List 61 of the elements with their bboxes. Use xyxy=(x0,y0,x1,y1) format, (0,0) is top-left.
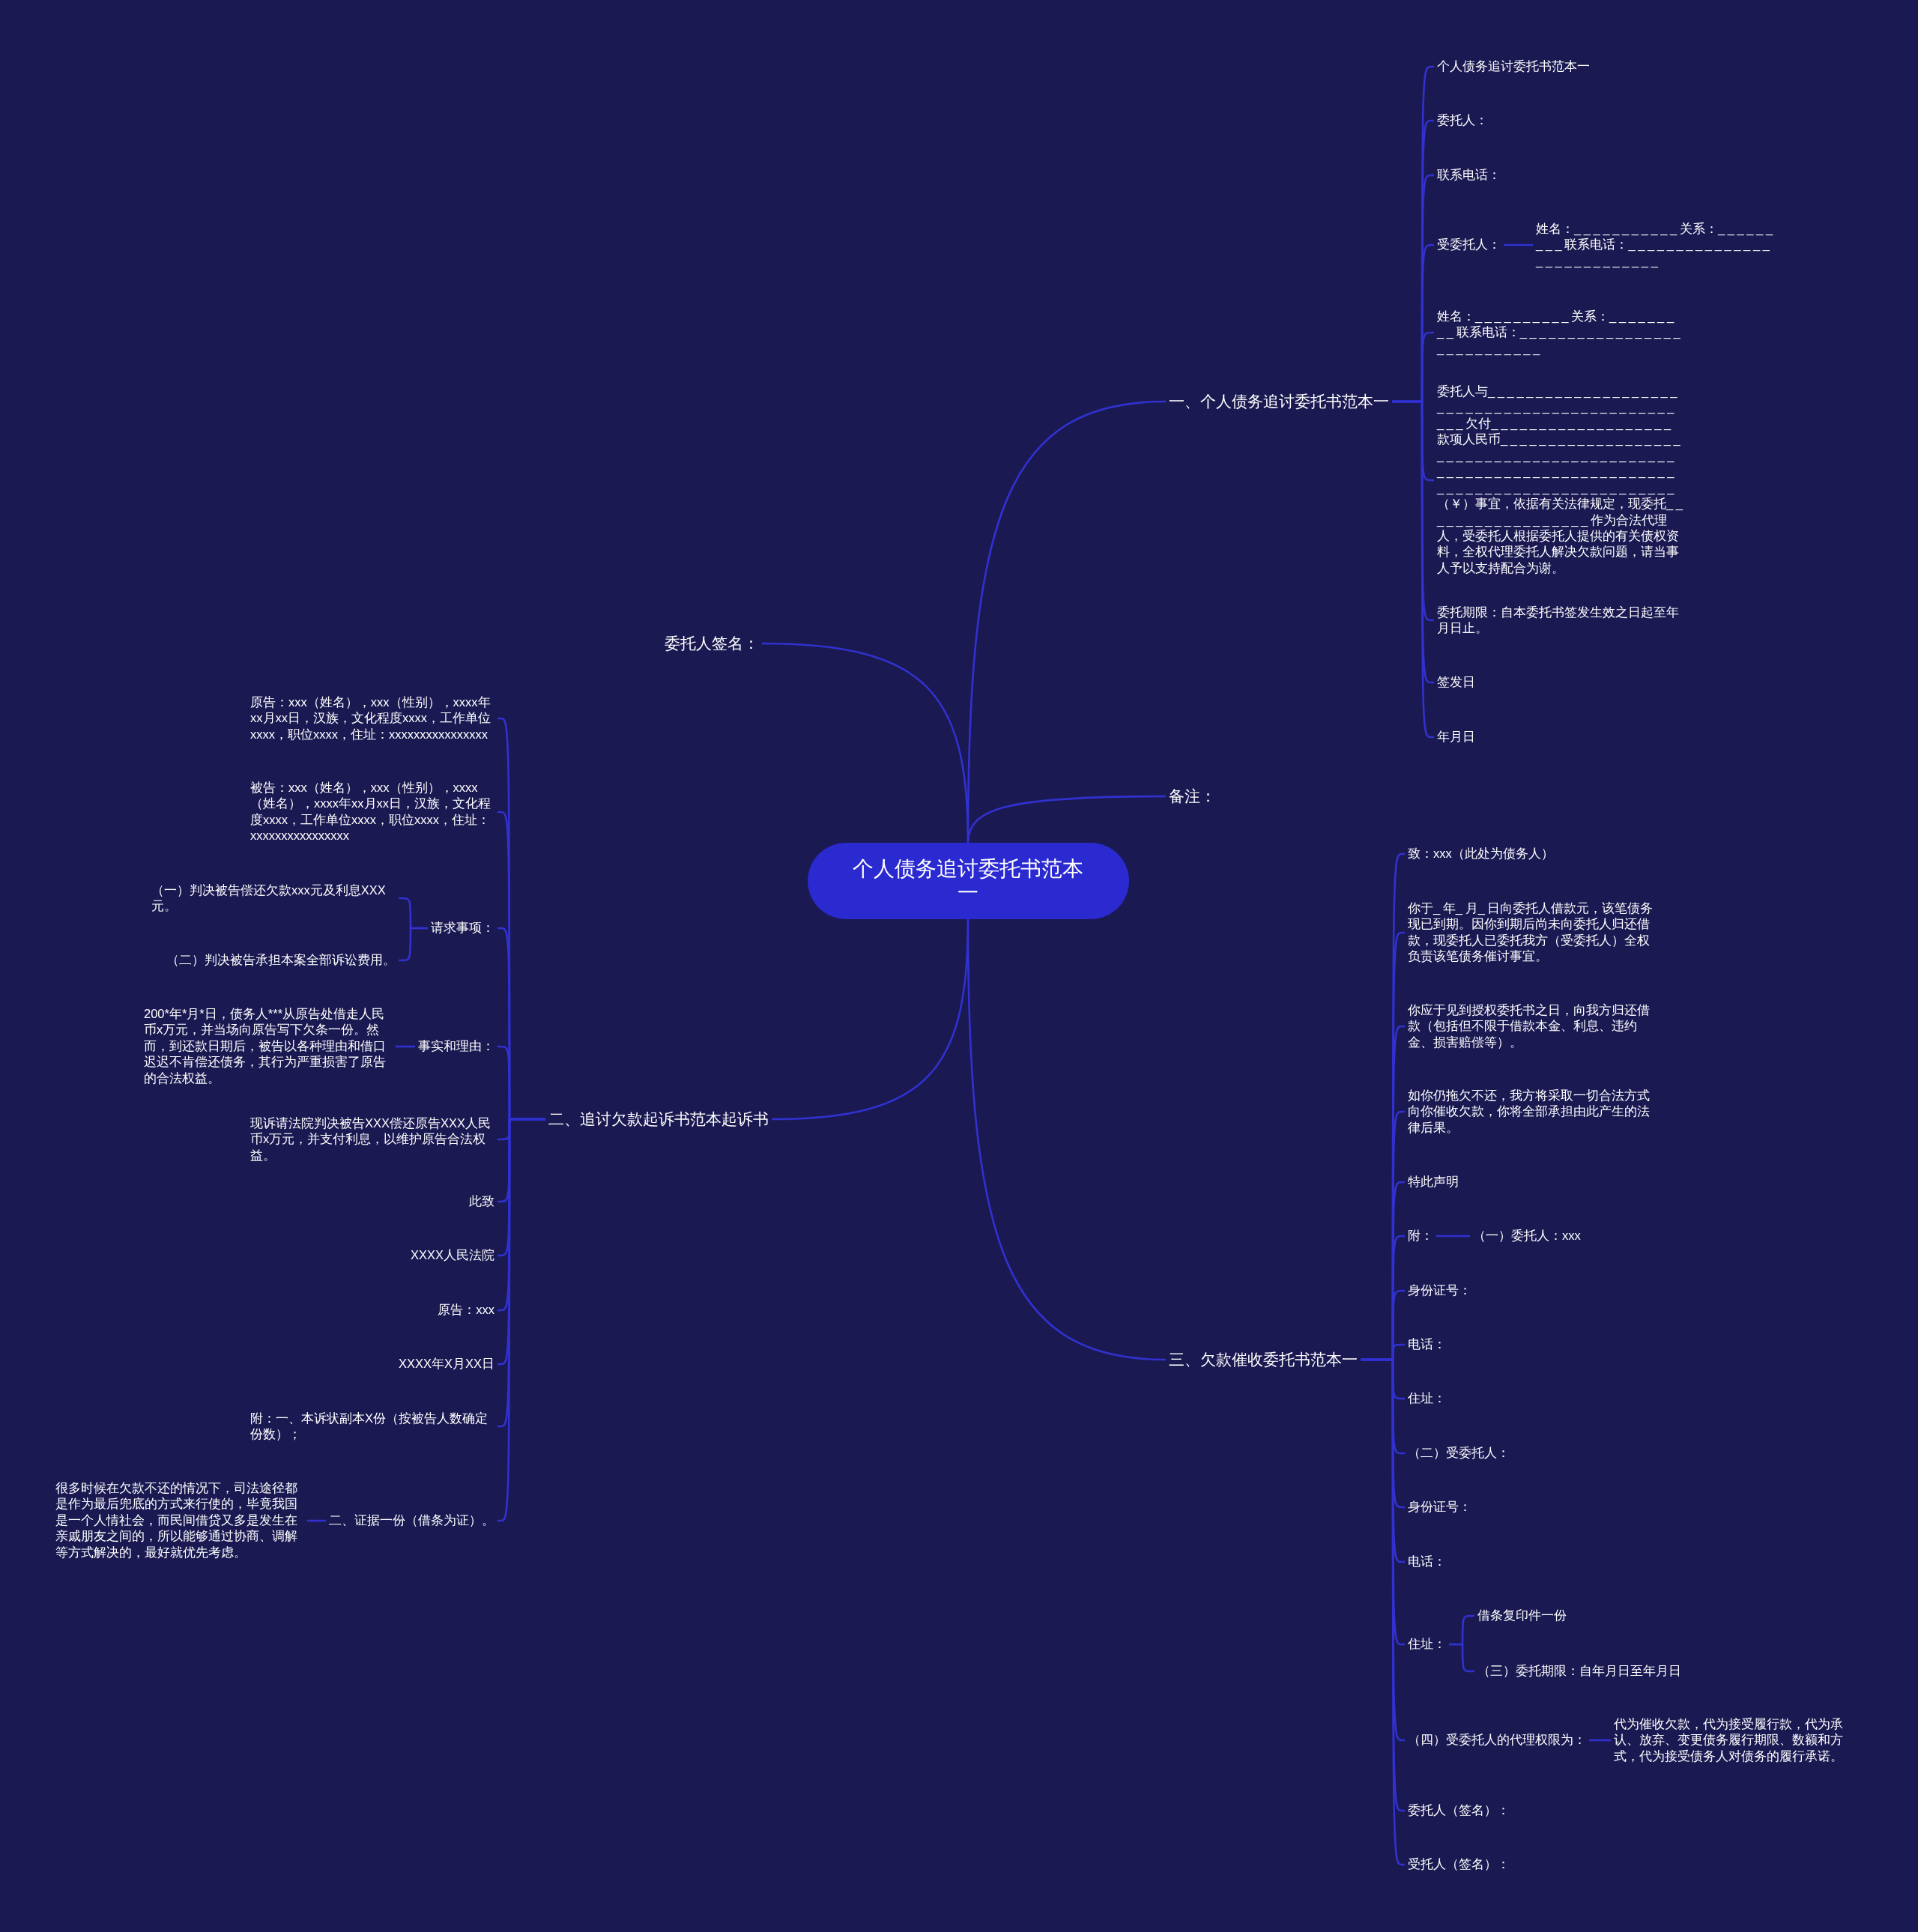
connector-line xyxy=(497,1118,545,1522)
subtopic-text: 身份证号： xyxy=(1405,1498,1474,1517)
subtopic-text: （二）受委托人： xyxy=(1405,1444,1513,1463)
subtopic-text: 致：xxx（此处为债务人） xyxy=(1405,844,1557,864)
subtopic-text: 电话： xyxy=(1405,1335,1449,1354)
subtopic-text: （三）委托期限：自年月日至年月日 xyxy=(1474,1662,1684,1681)
subtopic-text: 事实和理由： xyxy=(415,1037,497,1056)
subtopic-text: 二、证据一份（借条为证）。 xyxy=(326,1511,497,1530)
branch-label: 三、欠款催收委托书范本一 xyxy=(1166,1348,1361,1372)
subtopic-text: 受托人（签名）： xyxy=(1405,1855,1513,1874)
subtopic-text: （一）判决被告偿还欠款xxx元及利息XXX元。 xyxy=(148,880,399,916)
subtopic-text: 年月日 xyxy=(1434,727,1478,747)
branch-label: 备注： xyxy=(1166,784,1219,808)
subtopic-text: 身份证号： xyxy=(1405,1281,1474,1300)
branch-label: 委托人签名： xyxy=(662,632,762,655)
subtopic-text: 此致 xyxy=(466,1192,497,1211)
subtopic-text: 代为催收欠款，代为接受履行款，代为承认、放弃、变更债务履行期限、数额和方式，代为接受债务人对债务的履行承诺。 xyxy=(1611,1714,1866,1766)
subtopic-text: 如你仍拖欠不还，我方将采取一切合法方式向你催收欠款，你将全部承担由此产生的法律后果。 xyxy=(1405,1085,1660,1138)
subtopic-text: 你于_年_月_日向委托人借款元，该笔债务现已到期。因你到期后尚未向委托人归还借款，现委托人已委托我方（受委托人）全权负责该笔债务催讨事宜。 xyxy=(1405,899,1660,966)
connector-line xyxy=(1436,1235,1470,1238)
subtopic-text: 委托人（签名）： xyxy=(1405,1801,1513,1820)
subtopic-text: （一）委托人：xxx xyxy=(1470,1226,1584,1246)
connector-line xyxy=(307,1519,326,1522)
connector-line xyxy=(399,927,428,962)
subtopic-text: XXXX人民法院 xyxy=(407,1246,497,1265)
connector-line xyxy=(1504,243,1533,246)
subtopic-text: 原告：xxx（姓名），xxx（性别），xxxx年xx月xx日，汉族，文化程度xxxx，工作单位xxxx，职位xxxx，住址：xxxxxxxxxxxxxxxx xyxy=(247,692,497,745)
subtopic-text: 签发日 xyxy=(1434,673,1478,692)
subtopic-text: 特此声明 xyxy=(1405,1172,1462,1192)
central-topic-box: 个人债务追讨委托书范本一 xyxy=(807,843,1129,919)
branch-label: 一、个人债务追讨委托书范本一 xyxy=(1166,390,1392,414)
subtopic-text: 住址： xyxy=(1405,1389,1449,1408)
subtopic-text: 受委托人： xyxy=(1434,235,1504,255)
subtopic-text: 电话： xyxy=(1405,1552,1449,1572)
connector-line xyxy=(1449,1643,1474,1673)
subtopic-text: 附：一、本诉状副本X份（按被告人数确定份数）； xyxy=(247,1408,497,1444)
subtopic-text: 请求事项： xyxy=(428,918,497,938)
subtopic-text: 住址： xyxy=(1405,1635,1449,1654)
subtopic-text: 被告：xxx（姓名），xxx（性别），xxxx（姓名），xxxx年xx月xx日，汉族，文化程度xxxx，工作单位xxxx，职位xxxx，住址：xxxxxxxxxxxxxxxx xyxy=(247,778,497,846)
branch-label: 二、追讨欠款起诉书范本起诉书 xyxy=(545,1107,772,1131)
subtopic-text: XXXX年X月XX日 xyxy=(395,1354,497,1374)
subtopic-text: 你应于见到授权委托书之日，向我方归还借款（包括但不限于借款本金、利息、违约金、损害赔偿等）。 xyxy=(1405,1000,1660,1053)
subtopic-text: 现诉请法院判决被告XXX偿还原告XXX人民币x万元，并支付利息，以维护原告合法权益。 xyxy=(247,1113,497,1166)
subtopic-text: 联系电话： xyxy=(1434,166,1504,185)
subtopic-text: （四）受委托人的代理权限为： xyxy=(1405,1730,1589,1750)
subtopic-text: 借条复印件一份 xyxy=(1474,1606,1570,1626)
subtopic-text: 200*年*月*日，债务人***从原告处借走人民币x万元，并当场向原告写下欠条一份。然而，到还款日期后，被告以各种理由和借口迟迟不肯偿还债务，其行为严重损害了原告的合法权益。 xyxy=(141,1005,396,1088)
subtopic-text: 附： xyxy=(1405,1226,1436,1246)
connector-line xyxy=(966,795,1166,844)
subtopic-text: 委托期限：自本委托书签发生效之日起至年月日止。 xyxy=(1434,602,1689,638)
subtopic-text: 个人债务追讨委托书范本一 xyxy=(1434,57,1593,76)
subtopic-text: 姓名：___________关系：_________联系电话：____________________________ xyxy=(1533,219,1785,271)
subtopic-text: 姓名：__________关系：_________联系电话：____________________________ xyxy=(1434,306,1689,359)
subtopic-text: 很多时候在欠款不还的情况下，司法途径都是作为最后兜底的方式来行使的，毕竟我国是一个人情社会，而民间借贷又多是发生在亲戚朋友之间的，所以能够通过协商、调解等方式解决的，最好就优先考虑。 xyxy=(52,1479,307,1563)
subtopic-text: 原告：xxx xyxy=(435,1300,497,1320)
connector-line xyxy=(1589,1739,1611,1742)
subtopic-text: 委托人： xyxy=(1434,111,1491,130)
connector-line xyxy=(966,919,1167,1361)
connector-line xyxy=(396,1045,415,1048)
subtopic-text: （二）判决被告承担本案全部诉讼费用。 xyxy=(163,951,399,970)
subtopic-text: 委托人与________________________________________________欠付___________________款项人民币______________________________________________________________________________________________（￥）事宜，依据有关法律规定，现委托__________________作为合法代理人，受委托人根据委托人提供的有关债权资料，全权代理委托人解决欠款问题，请当事人予以支持配合为谢。 xyxy=(1434,382,1689,578)
